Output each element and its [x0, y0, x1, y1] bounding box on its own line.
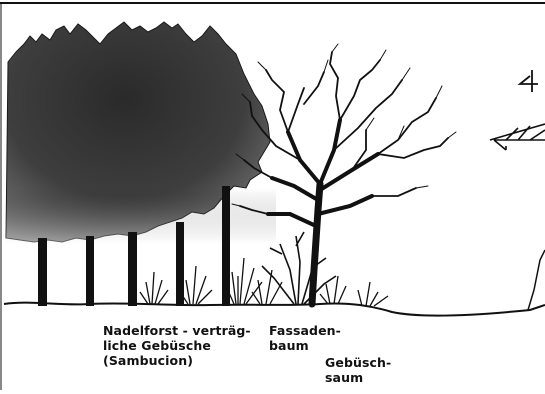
shrub-tuft-6: [358, 282, 388, 306]
shrub-tuft-1: [140, 272, 168, 304]
label-nadelforst-line1: Nadelforst - verträg-: [103, 323, 251, 338]
building-roof-truss: [490, 124, 545, 150]
building-fragment: [490, 70, 545, 150]
label-nadelforst-line3: (Sambucion): [103, 353, 251, 368]
trunk-1: [38, 238, 47, 306]
forest-lower-fade: [6, 20, 276, 244]
label-shrub-margin: Gebüsch- saum: [325, 355, 391, 385]
trunk-2: [86, 236, 94, 306]
building-detail-4: [520, 70, 538, 92]
ground-line: [4, 303, 545, 316]
label-fassaden-line2: baum: [269, 338, 341, 353]
shrub-tuft-2: [180, 266, 212, 304]
label-nadelforst-line2: liche Gebüsche: [103, 338, 251, 353]
trunk-5: [222, 186, 230, 306]
label-conifer-forest-shrubs: Nadelforst - verträg- liche Gebüsche (Sa…: [103, 323, 251, 368]
facade-tree-main-limbs: [268, 120, 378, 226]
label-gebuesch-line1: Gebüsch-: [325, 355, 391, 370]
trunk-4: [176, 222, 184, 306]
shrub-tuft-5: [320, 276, 346, 304]
label-gebuesch-line2: saum: [325, 370, 391, 385]
shrub-tuft-4: [252, 270, 282, 304]
trunk-3: [128, 232, 137, 306]
label-facade-tree: Fassaden- baum: [269, 323, 341, 353]
ground-edge: [528, 250, 545, 310]
facade-tree-trunk: [312, 184, 320, 304]
label-fassaden-line1: Fassaden-: [269, 323, 341, 338]
shrub-tuft-3: [226, 258, 262, 304]
